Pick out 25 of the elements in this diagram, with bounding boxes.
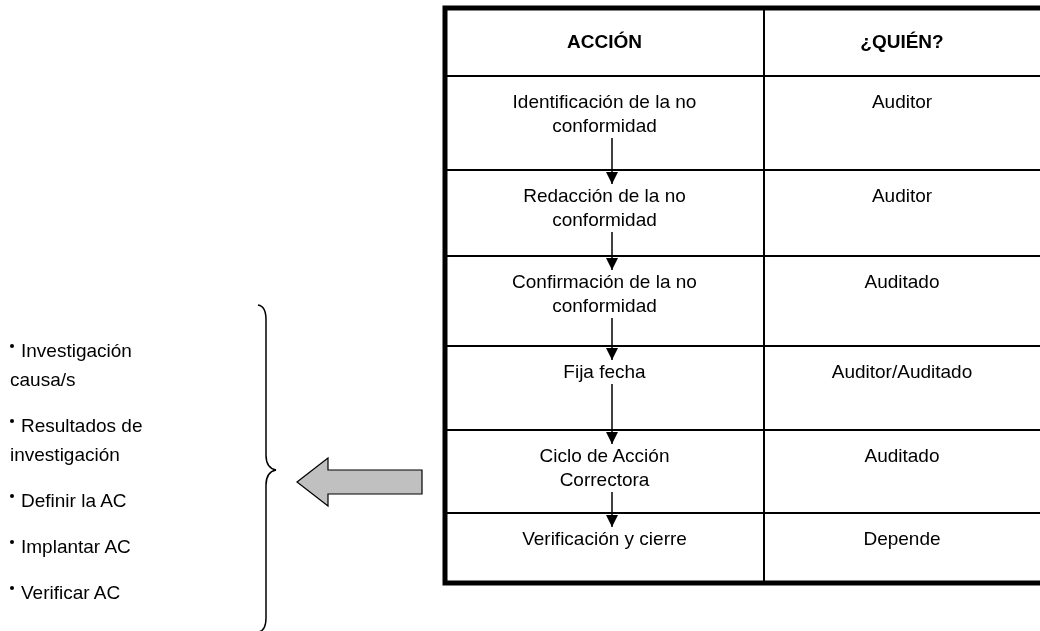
bullet-item: Definir la AC	[10, 486, 188, 515]
action-text: Confirmación de la no conformidad	[505, 270, 704, 318]
action-text: Verificación y cierre	[505, 527, 704, 551]
action-text: Fija fecha	[505, 360, 704, 384]
bullet-item: Verificar AC	[10, 578, 188, 607]
arrow	[606, 137, 618, 185]
table-cell-text: Auditor	[870, 90, 934, 114]
arrow	[606, 491, 618, 528]
column-header: ¿QUIÉN?	[859, 30, 945, 54]
bullet-item: Resultados de investigación	[10, 411, 188, 469]
column-header: ACCIÓN	[566, 30, 643, 54]
arrow	[606, 383, 618, 445]
block-arrow	[296, 456, 423, 508]
table-cell-text: Depende	[862, 527, 942, 551]
bullet-item: Implantar AC	[10, 532, 188, 561]
action-text: Ciclo de Acción Correctora	[505, 444, 704, 492]
table-cell-text: Auditor	[870, 184, 934, 208]
action-text: Redacción de la no conformidad	[505, 184, 704, 232]
table-cell-text: Auditor/Auditado	[830, 360, 974, 384]
table-cell-text: Auditado	[863, 270, 941, 294]
action-text: Identificación de la no conformidad	[505, 90, 704, 138]
bullet-item: Investigación causa/s	[10, 336, 188, 394]
table-cell-text: Auditado	[863, 444, 941, 468]
arrow	[606, 231, 618, 271]
arrow	[606, 317, 618, 361]
